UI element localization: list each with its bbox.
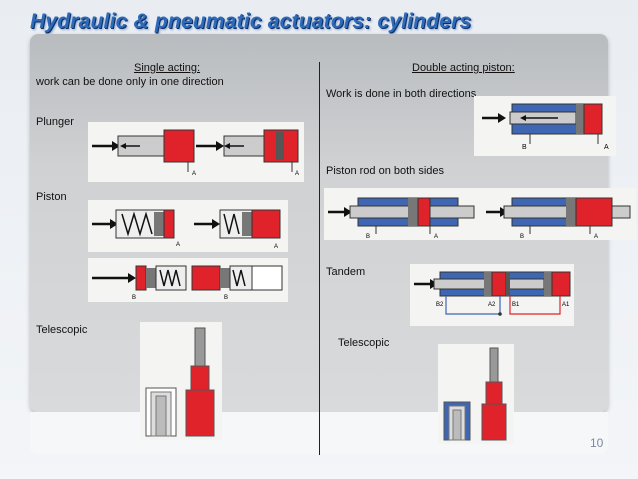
single-telescopic-diagram bbox=[140, 322, 222, 440]
port-b2-label: B2 bbox=[436, 302, 444, 308]
port-b-label: B bbox=[520, 234, 524, 240]
piston-spring-diagram: A A bbox=[88, 200, 288, 252]
rod-both-sides-diagram: B A B A bbox=[324, 188, 636, 240]
port-b-label: B bbox=[366, 234, 370, 240]
page-number: 10 bbox=[590, 436, 604, 450]
port-a2-label: A2 bbox=[488, 302, 496, 308]
port-a-label: A bbox=[176, 242, 180, 248]
piston-return-diagram: B B bbox=[88, 258, 288, 302]
double-acting-diagram: B A bbox=[474, 96, 616, 156]
port-b1-label: B1 bbox=[512, 302, 520, 308]
port-b-label: B bbox=[132, 295, 136, 301]
double-acting-description: Work is done in both directions bbox=[326, 88, 477, 100]
double-telescopic-diagram bbox=[438, 344, 514, 444]
port-a1-label: A1 bbox=[562, 302, 570, 308]
plunger-diagram: A A bbox=[88, 122, 304, 182]
single-acting-heading: Single acting: bbox=[134, 62, 201, 74]
slide-title: Hydraulic & pneumatic actuators: cylinde… bbox=[30, 10, 472, 33]
right-telescopic-label: Telescopic bbox=[338, 337, 390, 349]
piston-label: Piston bbox=[36, 191, 67, 203]
port-a-label: A bbox=[594, 234, 598, 240]
port-a-label: A bbox=[434, 234, 438, 240]
tandem-diagram: B2 A2 B1 A1 bbox=[410, 264, 574, 326]
port-a-label: A bbox=[604, 144, 609, 151]
rod-both-sides-label: Piston rod on both sides bbox=[326, 165, 445, 177]
port-a-label: A bbox=[295, 171, 299, 177]
port-b-label: B bbox=[522, 144, 527, 151]
double-acting-heading: Double acting piston: bbox=[412, 62, 515, 74]
single-acting-description: work can be done only in one direction bbox=[36, 76, 224, 88]
plunger-label: Plunger bbox=[36, 116, 74, 128]
port-a-label: A bbox=[192, 171, 196, 177]
tandem-label: Tandem bbox=[326, 266, 366, 278]
port-a-label: A bbox=[274, 244, 278, 250]
left-telescopic-label: Telescopic bbox=[36, 324, 88, 336]
port-b-label: B bbox=[224, 295, 228, 301]
column-divider bbox=[319, 62, 320, 455]
